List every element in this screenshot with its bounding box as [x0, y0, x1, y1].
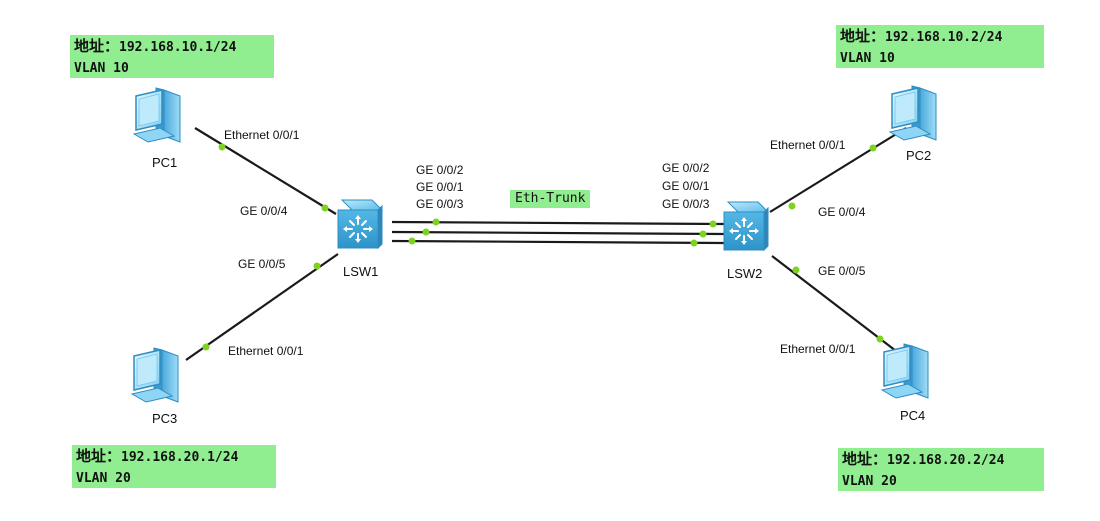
pc2-eth-label: Ethernet 0/0/1 — [770, 138, 846, 152]
pc4-addr-value: 192.168.20.2/24 — [887, 453, 1005, 468]
lsw2-trunk-port-1: GE 0/0/2 — [662, 161, 710, 175]
pc2-icon[interactable] — [889, 85, 937, 141]
lsw1-trunk-port-1: GE 0/0/2 — [416, 163, 464, 177]
lsw1-trunk-port-3: GE 0/0/3 — [416, 197, 464, 211]
port-dot-lsw2-ge5 — [792, 266, 800, 274]
port-dot-lsw2-ge4 — [788, 202, 796, 210]
pc3-eth-label: Ethernet 0/0/1 — [228, 344, 304, 358]
pc3-label: PC3 — [152, 411, 177, 426]
port-dot-pc3 — [202, 343, 210, 351]
pc2-address-note: 地址：192.168.10.2/24 VLAN 10 — [836, 25, 1044, 68]
links — [185, 127, 907, 361]
pc4-address-note: 地址：192.168.20.2/24 VLAN 20 — [838, 448, 1044, 491]
pc3-addr-label: 地址： — [76, 447, 122, 465]
pc2-addr-value: 192.168.10.2/24 — [885, 30, 1003, 45]
lsw2-trunk-port-2: GE 0/0/1 — [662, 179, 710, 193]
pc4-icon[interactable] — [881, 343, 929, 399]
pc1-address-note: 地址：192.168.10.1/24 VLAN 10 — [70, 35, 274, 78]
lsw2-ge4-label: GE 0/0/4 — [818, 205, 866, 219]
port-dot-lsw2-trunk-2 — [699, 230, 707, 238]
pc1-icon[interactable] — [133, 87, 181, 143]
link-trunk-2[interactable] — [391, 230, 725, 236]
pc2-label: PC2 — [906, 148, 931, 163]
lsw2-icon[interactable] — [723, 201, 769, 251]
pc1-vlan: VLAN 10 — [74, 61, 129, 76]
lsw2-trunk-port-3: GE 0/0/3 — [662, 197, 710, 211]
pc4-addr-label: 地址： — [842, 450, 888, 468]
pc3-addr-value: 192.168.20.1/24 — [121, 450, 239, 465]
lsw1-ge4-label: GE 0/0/4 — [240, 204, 288, 218]
lsw1-trunk-port-2: GE 0/0/1 — [416, 180, 464, 194]
lsw2-label: LSW2 — [727, 266, 762, 281]
port-dot-lsw1-trunk-3 — [408, 237, 416, 245]
link-pc1-lsw1[interactable] — [194, 127, 337, 215]
pc2-addr-label: 地址： — [840, 27, 886, 45]
pc3-icon[interactable] — [131, 347, 179, 403]
pc1-addr-label: 地址： — [74, 37, 120, 55]
port-dot-lsw1-trunk-2 — [422, 228, 430, 236]
pc4-vlan: VLAN 20 — [842, 474, 897, 489]
pc3-address-note: 地址：192.168.20.1/24 VLAN 20 — [72, 445, 276, 488]
pc2-vlan: VLAN 10 — [840, 51, 895, 66]
port-dot-lsw1-trunk-1 — [432, 218, 440, 226]
lsw1-label: LSW1 — [343, 264, 378, 279]
lsw1-icon[interactable] — [337, 199, 383, 249]
port-dot-pc1 — [218, 143, 226, 151]
port-dot-pc4 — [876, 335, 884, 343]
pc1-label: PC1 — [152, 155, 177, 170]
link-trunk-1[interactable] — [391, 220, 725, 226]
lsw1-ge5-label: GE 0/0/5 — [238, 257, 286, 271]
port-dot-pc2 — [869, 144, 877, 152]
lsw2-ge5-label: GE 0/0/5 — [818, 264, 866, 278]
eth-trunk-label: Eth-Trunk — [510, 190, 591, 208]
port-dot-lsw2-trunk-1 — [709, 220, 717, 228]
pc1-addr-value: 192.168.10.1/24 — [119, 40, 237, 55]
port-dot-lsw1-ge5 — [313, 262, 321, 270]
pc3-vlan: VLAN 20 — [76, 471, 131, 486]
pc4-label: PC4 — [900, 408, 925, 423]
pc1-eth-label: Ethernet 0/0/1 — [224, 128, 300, 142]
pc4-eth-label: Ethernet 0/0/1 — [780, 342, 856, 356]
link-pc2-lsw2[interactable] — [769, 127, 907, 213]
link-pc3-lsw1[interactable] — [185, 253, 339, 361]
port-dots — [202, 143, 884, 351]
port-dot-lsw1-ge4 — [321, 204, 329, 212]
link-trunk-3[interactable] — [391, 239, 725, 245]
port-dot-lsw2-trunk-3 — [690, 239, 698, 247]
